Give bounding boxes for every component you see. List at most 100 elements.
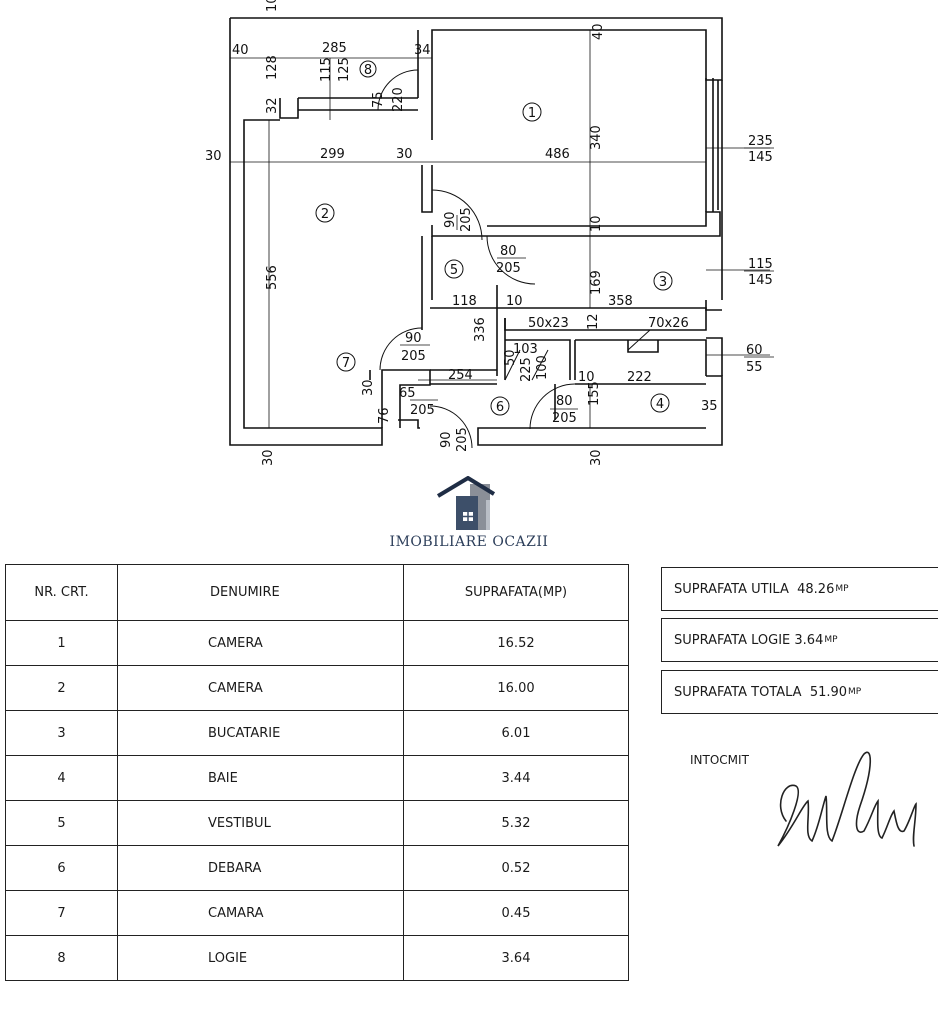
dimension-label: 205: [401, 349, 426, 364]
dimension-label: 486: [545, 147, 570, 162]
room-area: 3.44: [403, 755, 629, 801]
rooms-table: NR. CRT. DENUMIRE SUPRAFATA(MP) 1 CAMERA…: [5, 564, 629, 981]
dimension-label: 169: [589, 270, 604, 295]
room-name: DEBARA: [117, 845, 404, 891]
dimension-label: 125: [337, 57, 352, 82]
room-area: 3.64: [403, 935, 629, 981]
dimension-label: 336: [473, 317, 488, 342]
intocmit-label: INTOCMIT: [690, 753, 749, 767]
dimension-label: 30: [396, 147, 413, 162]
dimension-label: 65: [399, 386, 416, 401]
table-row: 6 DEBARA 0.52: [5, 845, 629, 891]
walls: [229, 17, 723, 446]
dimension-label: 50x23: [528, 316, 569, 331]
room-area: 16.52: [403, 620, 629, 666]
table-row: 1 CAMERA 16.52: [5, 620, 629, 666]
table-row: 8 LOGIE 3.64: [5, 935, 629, 981]
dimension-label: 30: [589, 449, 604, 466]
brand-name: IMOBILIARE OCAZII: [389, 534, 549, 550]
table-row: 7 CAMARA 0.45: [5, 890, 629, 936]
dimension-label: 205: [459, 207, 474, 232]
dimension-label: 10: [265, 0, 280, 12]
summary-value: 51.90: [809, 684, 848, 700]
summary-unit: MP: [848, 687, 862, 697]
room-markers: [315, 60, 673, 416]
dimension-label: 220: [391, 87, 406, 112]
dimension-label: 205: [410, 403, 435, 418]
summary-label: SUPRAFATA UTILA: [674, 581, 789, 597]
dimension-label: 128: [265, 55, 280, 80]
dimension-label: 222: [627, 370, 652, 385]
dimension-label: 30: [361, 379, 376, 396]
dimension-label: 80: [556, 394, 573, 409]
column-header: NR. CRT.: [5, 564, 118, 621]
brand-logo: IMOBILIARE OCAZII: [384, 476, 554, 550]
row-number: 2: [5, 665, 118, 711]
dimension-label: 70x26: [648, 316, 689, 331]
room-name: BUCATARIE: [117, 710, 404, 756]
dimension-label: 30: [205, 149, 222, 164]
dimension-label: 145: [748, 273, 773, 288]
dimension-label: 40: [232, 43, 249, 58]
dimension-label: 30: [261, 449, 276, 466]
dimension-label: 90: [443, 211, 458, 228]
row-number: 1: [5, 620, 118, 666]
dimension-label: 10: [506, 294, 523, 309]
dimension-lines: [230, 30, 770, 428]
dimension-label: 340: [589, 125, 604, 150]
room-name: CAMARA: [117, 890, 404, 936]
room-name: VESTIBUL: [117, 800, 404, 846]
room-number: 4: [656, 397, 664, 412]
dimension-label: 76: [377, 407, 392, 424]
summary-unit: MP: [824, 635, 838, 645]
summary-label: SUPRAFATA TOTALA: [674, 684, 802, 700]
dimension-label: 285: [322, 41, 347, 56]
room-name: LOGIE: [117, 935, 404, 981]
column-header: DENUMIRE: [117, 564, 404, 621]
room-name: CAMERA: [117, 665, 404, 711]
row-number: 4: [5, 755, 118, 801]
room-name: CAMERA: [117, 620, 404, 666]
table-row: 4 BAIE 3.44: [5, 755, 629, 801]
dimension-label: 12: [586, 313, 601, 330]
room-area: 0.45: [403, 890, 629, 936]
room-area: 16.00: [403, 665, 629, 711]
dimension-label: 32: [265, 97, 280, 114]
room-area: 6.01: [403, 710, 629, 756]
dimension-label: 10: [589, 215, 604, 232]
room-number: 2: [321, 207, 329, 222]
row-number: 8: [5, 935, 118, 981]
summary-value: 3.64: [794, 632, 824, 648]
dimension-label: 40: [591, 23, 606, 40]
dimension-label: 254: [448, 368, 473, 383]
summary-label: SUPRAFATA LOGIE: [674, 632, 791, 648]
dimension-label: 35: [701, 399, 718, 414]
column-header: SUPRAFATA(MP): [403, 564, 629, 621]
dimension-label: 225: [519, 357, 534, 382]
room-number: 1: [528, 106, 536, 121]
dimension-label: 90: [439, 431, 454, 448]
dimension-label: 10: [578, 370, 595, 385]
room-name: BAIE: [117, 755, 404, 801]
row-number: 7: [5, 890, 118, 936]
dimension-label: 145: [748, 150, 773, 165]
door-swings: [377, 69, 651, 449]
room-area: 5.32: [403, 800, 629, 846]
dimension-label: 75: [371, 91, 386, 108]
house-logo-icon: [436, 476, 496, 530]
signature: [777, 751, 917, 847]
dimension-label: 50: [503, 349, 518, 366]
dimension-label: 90: [405, 331, 422, 346]
dimension-label: 115: [748, 257, 773, 272]
dimension-label: 34: [414, 43, 431, 58]
dimension-label: 118: [452, 294, 477, 309]
room-number: 7: [342, 356, 350, 371]
dimension-label: 60: [746, 343, 763, 358]
dimension-label: 205: [455, 427, 470, 452]
dimension-label: 205: [552, 411, 577, 426]
room-number: 6: [496, 400, 504, 415]
dimension-label: 299: [320, 147, 345, 162]
